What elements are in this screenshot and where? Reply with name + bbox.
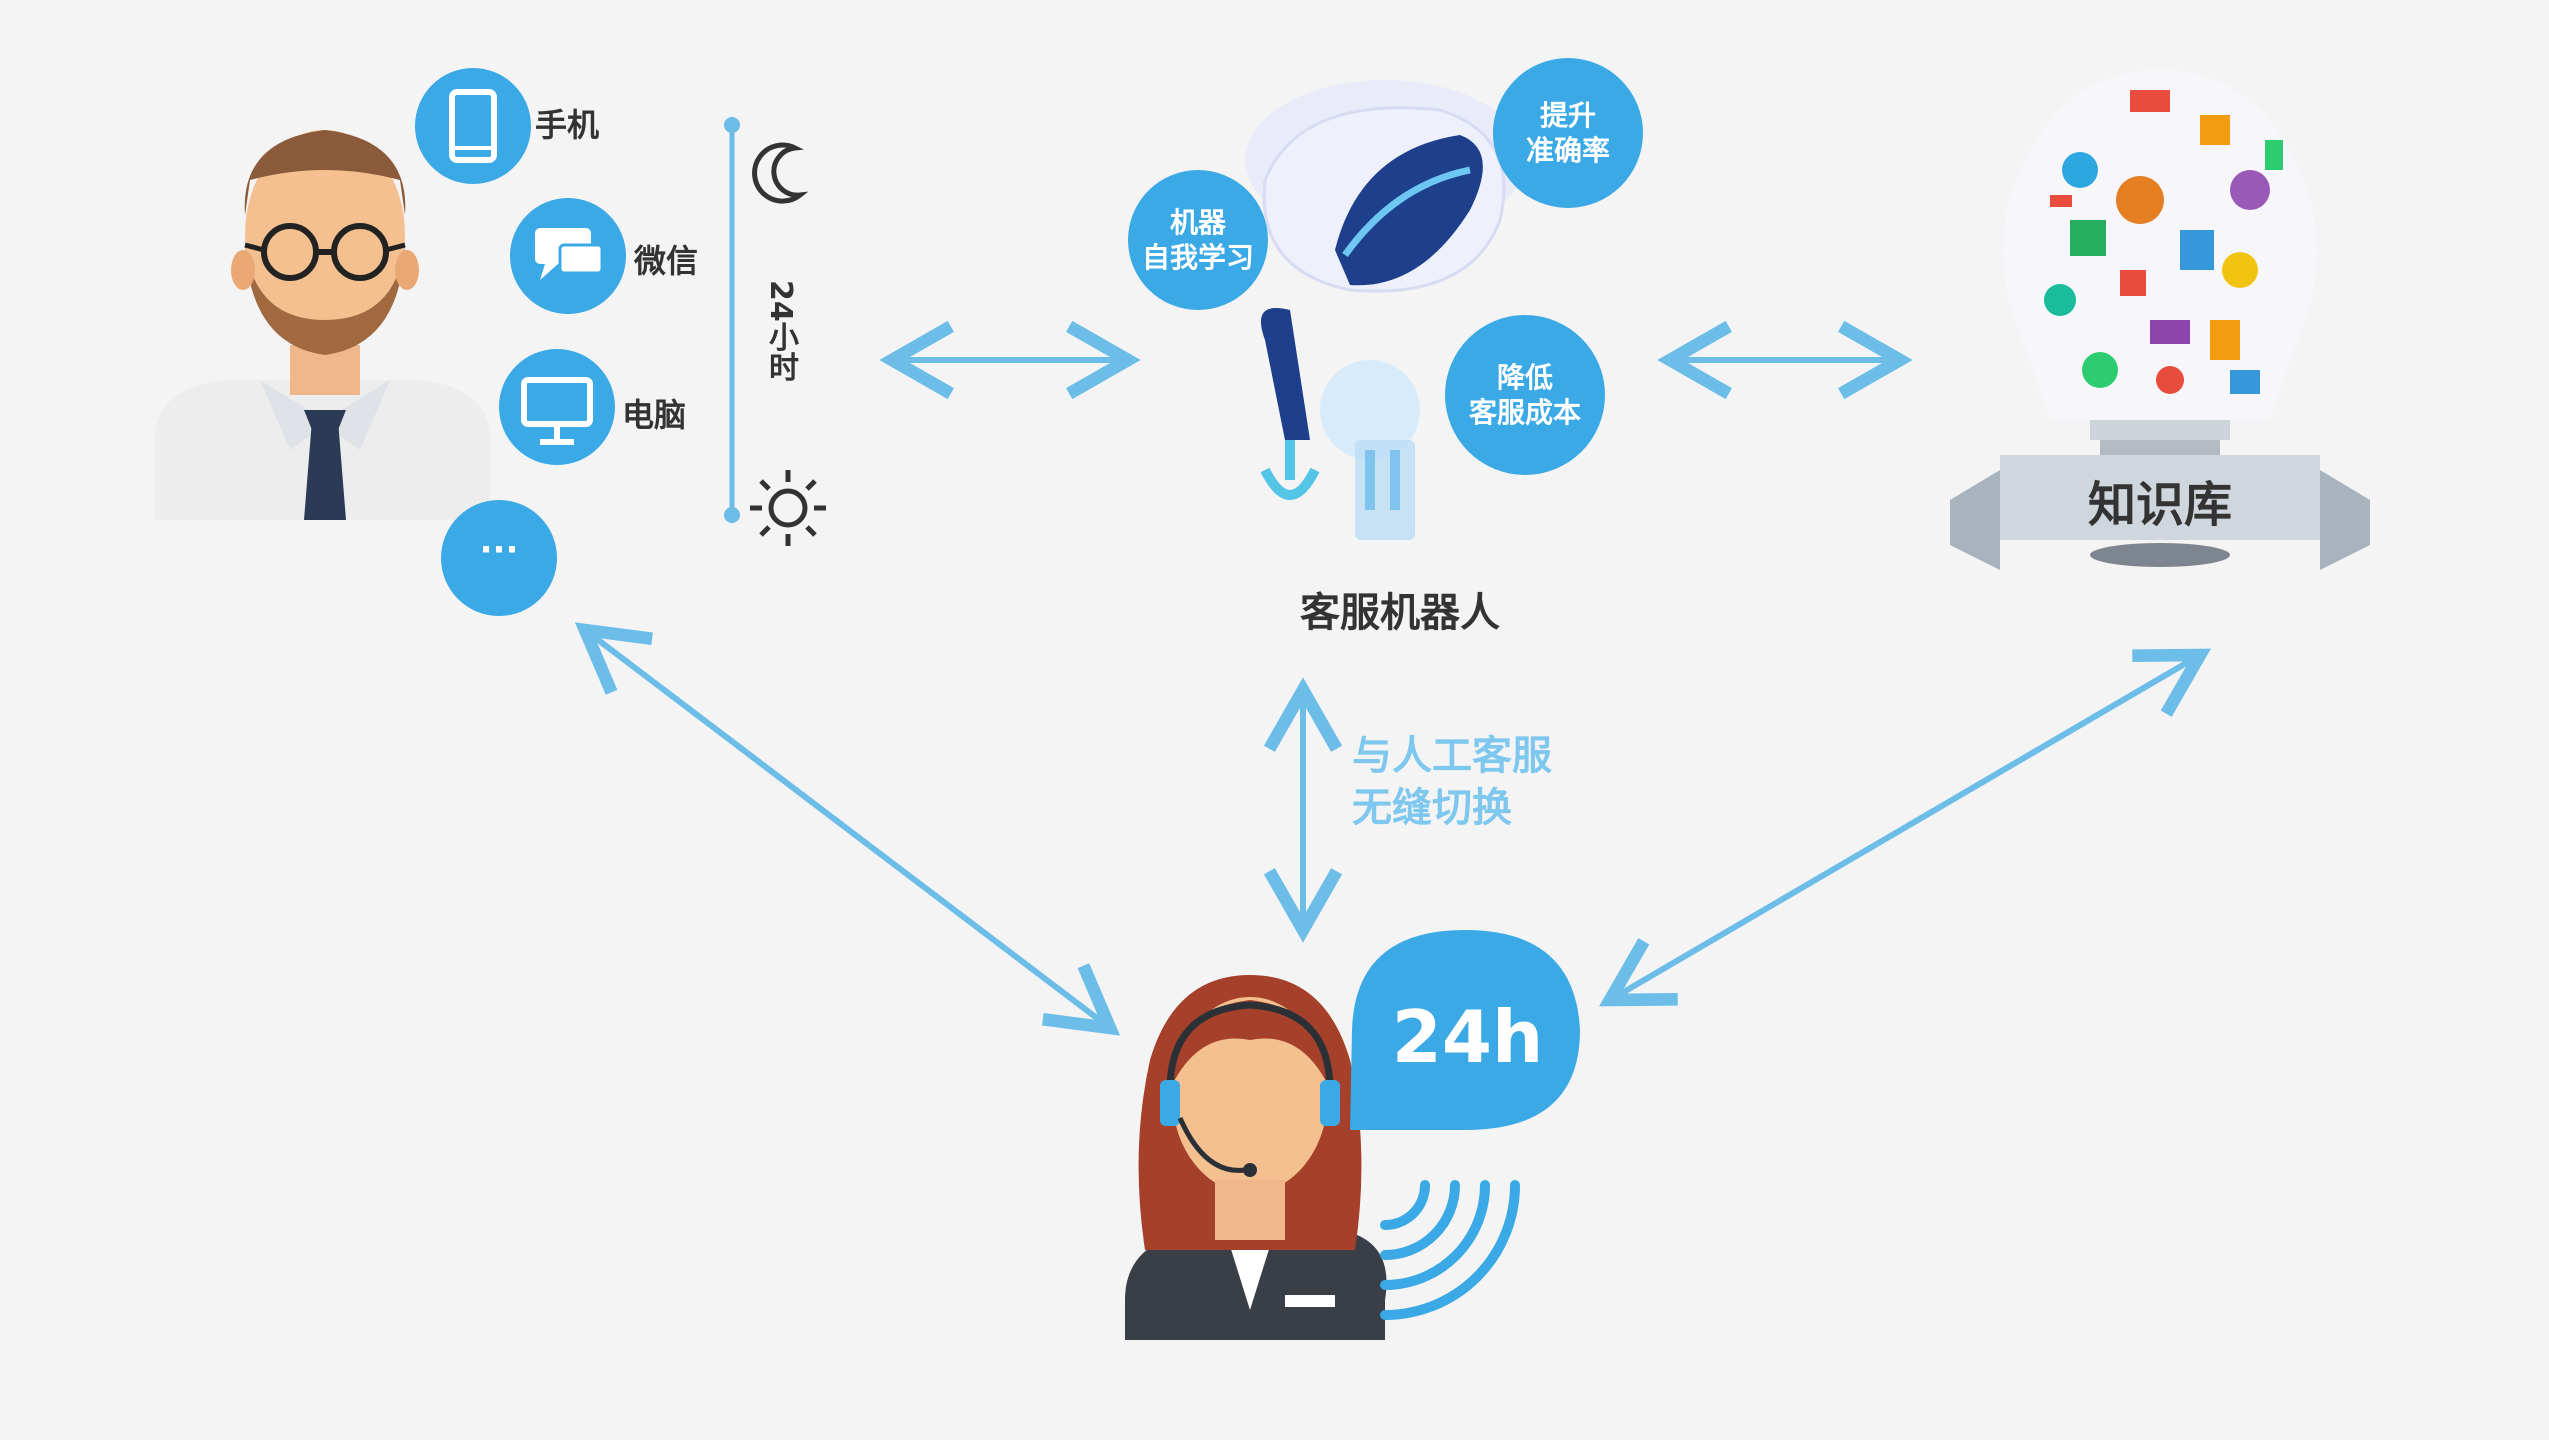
- arrow-customer-agent: [574, 622, 1121, 1036]
- sun-icon: [750, 470, 826, 546]
- chat-icon: [510, 198, 626, 314]
- channel-label-phone: 手机: [535, 106, 600, 144]
- knowledge-base-label: 知识库: [2087, 477, 2232, 533]
- robot-caption: 客服机器人: [1300, 590, 1500, 636]
- switch-label-line1: 与人工客服: [1352, 733, 1552, 779]
- robot-bubble-cost-line2: 客服成本: [1468, 396, 1581, 429]
- robot-bubble-accuracy-line2: 准确率: [1525, 134, 1610, 167]
- hours-badge-bubble: [1350, 930, 1580, 1130]
- robot-bubble-accuracy: 提升 准确率: [1493, 58, 1643, 208]
- more-icon: [441, 500, 557, 616]
- robot-bubble-cost-line1: 降低: [1496, 361, 1553, 394]
- robot-bubble-self-learning-line1: 机器: [1169, 206, 1226, 239]
- signal-waves-icon: [1380, 1180, 1520, 1320]
- arrow-knowledge-agent: [1599, 648, 2211, 1007]
- robot-bubble-self-learning-line2: 自我学习: [1141, 241, 1254, 274]
- timeline-label: 24小时: [763, 280, 798, 382]
- switch-label-line2: 无缝切换: [1352, 785, 1512, 831]
- phone-icon: [415, 68, 531, 184]
- monitor-icon: [499, 349, 615, 465]
- robot-icon: [1245, 80, 1525, 540]
- robot-bubble-self-learning: 机器 自我学习: [1128, 170, 1268, 310]
- switch-label: 与人工客服 无缝切换: [1352, 730, 1552, 834]
- lightbulb-knowledge-icon: [1950, 70, 2370, 570]
- robot-bubble-cost: 降低 客服成本: [1445, 315, 1605, 475]
- robot-bubble-accuracy-line1: 提升: [1539, 99, 1596, 132]
- agent-woman-icon: [1125, 975, 1387, 1340]
- user-man-icon: [155, 130, 490, 520]
- hours-badge-text: 24h: [1391, 995, 1544, 1079]
- channel-label-computer: 电脑: [622, 396, 687, 434]
- channel-label-more: ···: [479, 530, 519, 570]
- channel-label-wechat: 微信: [634, 242, 699, 280]
- moon-icon: [752, 142, 809, 204]
